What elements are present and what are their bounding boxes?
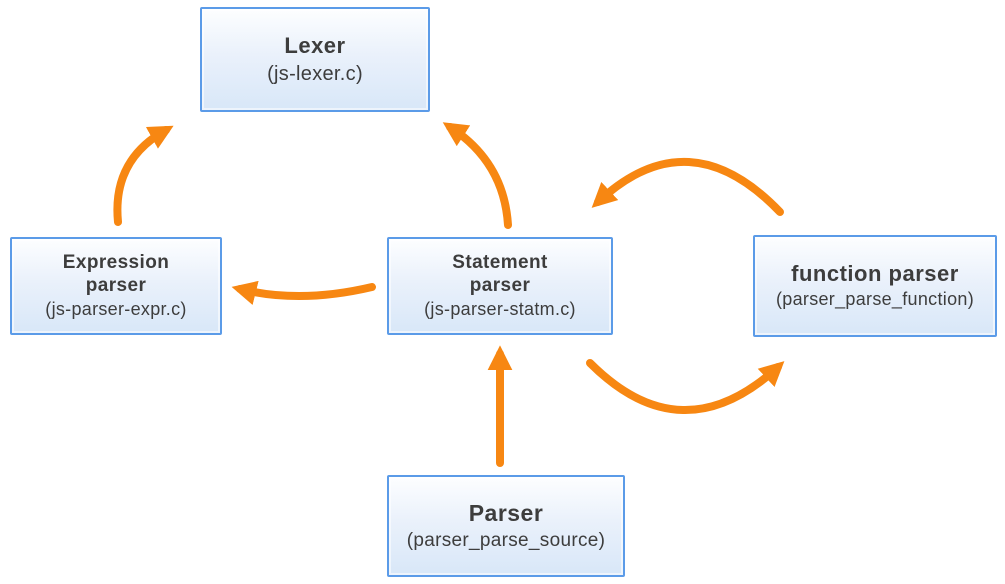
node-expression-parser-title-line1: Expression [62, 251, 170, 273]
node-statement-parser-title-line1: Statement [452, 251, 548, 273]
node-statement-parser: Statement parser (js-parser-statm.c) [387, 237, 613, 335]
node-lexer: Lexer (js-lexer.c) [200, 7, 430, 112]
node-function-parser-title: function parser [791, 260, 959, 286]
node-function-parser: function parser (parser_parse_function) [753, 235, 997, 337]
node-lexer-title: Lexer [284, 32, 346, 58]
node-parser: Parser (parser_parse_source) [387, 475, 625, 577]
node-expression-parser: Expression parser (js-parser-expr.c) [10, 237, 222, 335]
node-expression-parser-title-line2: parser [85, 275, 147, 297]
arrow-function-to-statement [591, 158, 784, 216]
node-statement-parser-title-line2: parser [469, 275, 531, 297]
node-parser-subtitle: (parser_parse_source) [406, 530, 606, 552]
node-statement-parser-subtitle: (js-parser-statm.c) [424, 299, 576, 320]
node-expression-parser-subtitle: (js-parser-expr.c) [45, 299, 187, 320]
arrow-statement-to-function [586, 359, 785, 414]
arrow-statement-to-lexer [442, 122, 512, 229]
arrow-expression-to-lexer [113, 125, 174, 226]
arrow-statement-to-expression [231, 280, 376, 305]
node-function-parser-subtitle: (parser_parse_function) [775, 289, 974, 310]
node-lexer-subtitle: (js-lexer.c) [267, 62, 363, 85]
node-parser-title: Parser [468, 500, 544, 527]
